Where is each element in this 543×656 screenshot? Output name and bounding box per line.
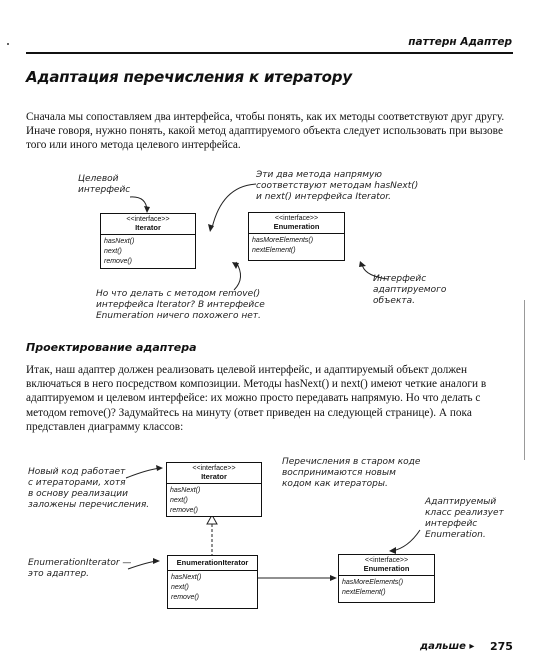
iterator-interface-box: <<interface>>Iterator hasNext()next()rem… bbox=[100, 213, 196, 269]
section-heading: Проектирование адаптера bbox=[26, 341, 197, 354]
intro-paragraph: Сначала мы сопоставляем два интерфейса, … bbox=[26, 111, 505, 152]
iterator-interface-box-2: <<interface>>Iterator hasNext()next()rem… bbox=[166, 462, 262, 517]
enumeration-iterator-box: EnumerationIterator hasNext()next()remov… bbox=[167, 555, 258, 609]
header-rule bbox=[26, 52, 513, 54]
page-title: Адаптация перечисления к итератору bbox=[26, 68, 352, 86]
note-remove-question: Но что делать с методом remove()интерфей… bbox=[96, 289, 265, 321]
page-number: 275 bbox=[490, 640, 513, 653]
next-page-link[interactable]: дальше ▸ bbox=[420, 641, 475, 652]
binding-edge bbox=[524, 300, 525, 460]
enumeration-interface-box: <<interface>>Enumeration hasMoreElements… bbox=[248, 212, 345, 261]
section-paragraph: Итак, наш адаптер должен реализовать цел… bbox=[26, 364, 487, 433]
enumeration-interface-box-2: <<interface>>Enumeration hasMoreElements… bbox=[338, 554, 435, 603]
note-adapter: EnumerationIterator —это адаптер. bbox=[28, 558, 132, 579]
margin-dot bbox=[7, 43, 9, 45]
running-header: паттерн Адаптер bbox=[408, 36, 512, 48]
